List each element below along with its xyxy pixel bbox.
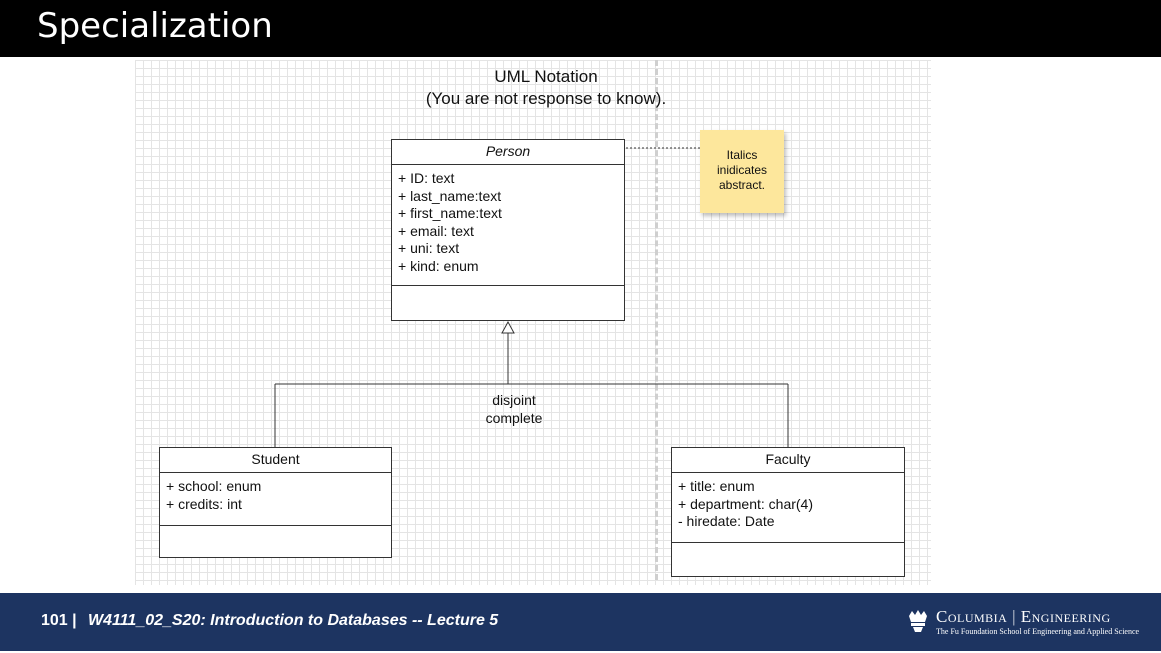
faculty-class-name: Faculty (672, 448, 904, 473)
constraint-disjoint: disjoint (492, 392, 536, 408)
person-attr-id: + ID: text (398, 170, 455, 186)
generalization-constraint: disjoint complete (468, 391, 560, 427)
person-attributes: + ID: text + last_name:text + first_name… (392, 165, 624, 286)
logo-tagline: The Fu Foundation School of Engineering … (936, 627, 1140, 636)
person-attr-uni: + uni: text (398, 240, 460, 256)
faculty-attributes: + title: enum + department: char(4) - hi… (672, 473, 904, 543)
slide-number-value: 101 (41, 612, 68, 629)
constraint-complete: complete (485, 410, 543, 426)
person-attr-email: + email: text (398, 222, 474, 239)
student-attr-credits: + credits: int (166, 495, 242, 512)
course-title: W4111_02_S20: Introduction to Databases … (88, 612, 499, 629)
diagram-title: UML Notation (You are not response to kn… (390, 66, 702, 110)
logo-brand-left: Columbia (936, 607, 1008, 626)
logo-brand-right: Engineering (1020, 607, 1111, 626)
logo-brand: Columbia | Engineering (936, 607, 1111, 626)
diagram-title-line2: (You are not response to know). (425, 89, 667, 108)
person-attr-first-name: + first_name:text (398, 205, 502, 221)
diagram-title-line1: UML Notation (494, 67, 598, 86)
slide-title: Specialization (37, 6, 273, 46)
page-break-divider (655, 60, 658, 580)
faculty-attr-hiredate: - hiredate: Date (678, 513, 775, 529)
footer-separator: | (72, 612, 77, 629)
person-class-name: Person (392, 140, 624, 165)
person-class: Person + ID: text + last_name:text + fir… (391, 139, 625, 321)
abstract-sticky-note: Italics inidicates abstract. (700, 130, 784, 213)
faculty-attr-department: + department: char(4) (678, 495, 814, 512)
slide-number: 101 | (41, 612, 77, 630)
note-line2: inidicates (716, 163, 768, 177)
inheritance-arrowhead (501, 320, 515, 334)
slide-title-bar: Specialization (0, 0, 1161, 57)
person-attr-kind: + kind: enum (398, 257, 479, 274)
slide-footer: 101 | W4111_02_S20: Introduction to Data… (0, 593, 1161, 651)
note-line3: abstract. (718, 178, 766, 192)
faculty-attr-title: + title: enum (678, 478, 755, 494)
faculty-class: Faculty + title: enum + department: char… (671, 447, 905, 577)
note-line1: Italics (726, 148, 758, 162)
student-class: Student + school: enum + credits: int (159, 447, 392, 558)
person-attr-last-name: + last_name:text (398, 187, 502, 204)
student-class-name: Student (160, 448, 391, 473)
student-attributes: + school: enum + credits: int (160, 473, 391, 526)
columbia-engineering-logo: Columbia | Engineering The Fu Foundation… (906, 605, 1144, 641)
student-attr-school: + school: enum (166, 478, 262, 494)
crown-icon (909, 610, 927, 632)
